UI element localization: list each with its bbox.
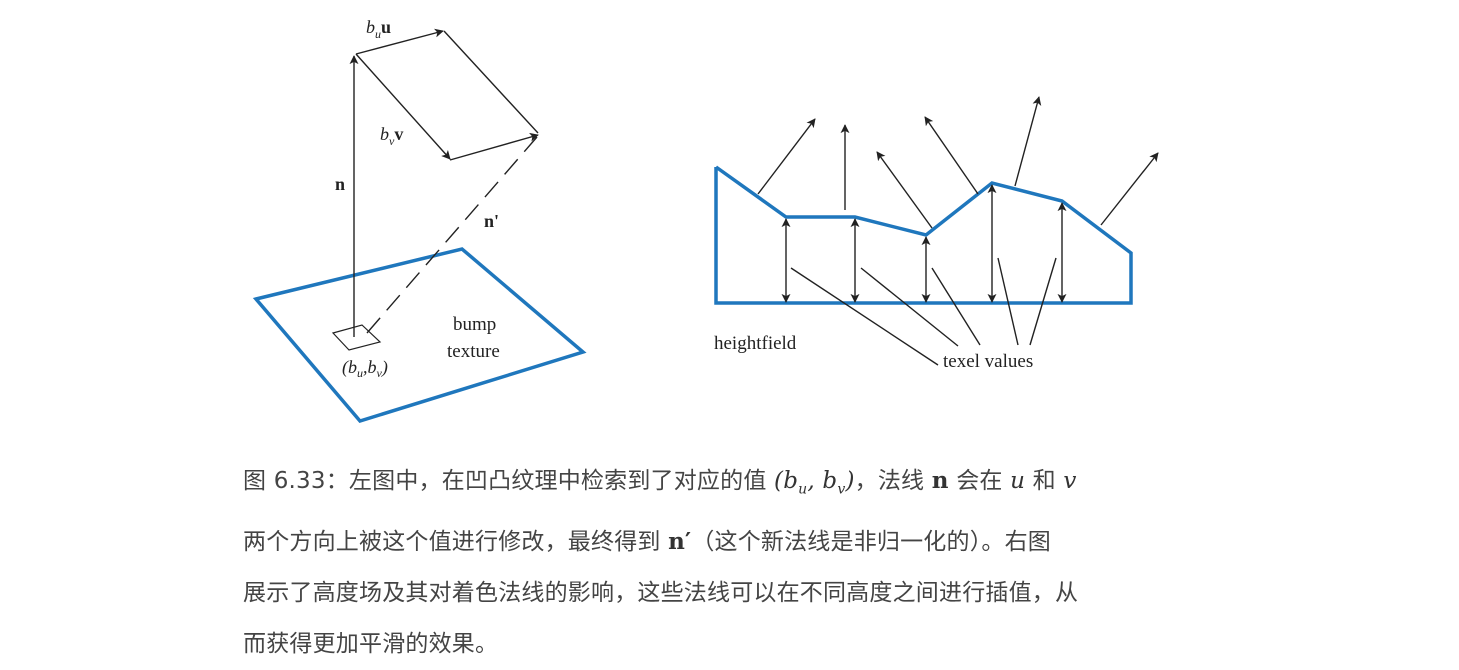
bu-u-arrow: [355, 28, 444, 55]
texel-values-label: texel values: [943, 351, 1033, 372]
n-prime-label: n': [484, 211, 499, 231]
texel-square: [331, 324, 382, 351]
heightfield-profile: [714, 165, 1133, 305]
bu-bv-coord-label: (bu,bv): [342, 357, 388, 380]
normal-arrow-4: [924, 116, 979, 195]
leader-line-3: [931, 267, 981, 346]
bv-v-arrow: [355, 53, 451, 160]
leader-line-4: [997, 257, 1019, 346]
bv-v-label: bvv: [380, 124, 403, 148]
left-bump-diagram: buu bvv n n' bump texture (bu,bv): [252, 17, 587, 424]
caption-line-1: 图 6.33：左图中，在凹凸纹理中检索到了对应的值 (bu, bv)，法线 n …: [243, 467, 1077, 498]
bump-texture-plane: [252, 247, 587, 424]
right-heightfield-diagram: heightfield texel values: [714, 96, 1159, 372]
caption-line-4: 而获得更加平滑的效果。: [243, 630, 499, 657]
leader-line-1: [790, 267, 939, 366]
texture-label: texture: [447, 341, 500, 362]
new-normal-arrow: [449, 132, 539, 161]
n-label: n: [335, 174, 345, 194]
normal-arrow-3: [876, 151, 933, 229]
figure: buu bvv n n' bump texture (bu,bv): [252, 17, 1159, 424]
leader-line-2: [860, 267, 959, 347]
normal-arrow-1: [757, 118, 816, 195]
figure-caption: 图 6.33：左图中，在凹凸纹理中检索到了对应的值 (bu, bv)，法线 n …: [243, 455, 1203, 670]
caption-line-3: 展示了高度场及其对着色法线的影响，这些法线可以在不同高度之间进行插值，从: [243, 579, 1079, 606]
caption-line-2: 两个方向上被这个值进行修改，最终得到 n′（这个新法线是非归一化的）。右图: [243, 527, 1052, 555]
bu-u-label: buu: [366, 17, 391, 41]
parallelogram-top-edge: [443, 30, 539, 134]
bump-label: bump: [453, 314, 496, 335]
normal-arrow-6: [1100, 152, 1159, 226]
leader-line-5: [1029, 257, 1057, 346]
n-prime-dashed-line: [366, 136, 538, 334]
normal-arrow-5: [1014, 96, 1042, 187]
heightfield-label: heightfield: [714, 333, 797, 354]
